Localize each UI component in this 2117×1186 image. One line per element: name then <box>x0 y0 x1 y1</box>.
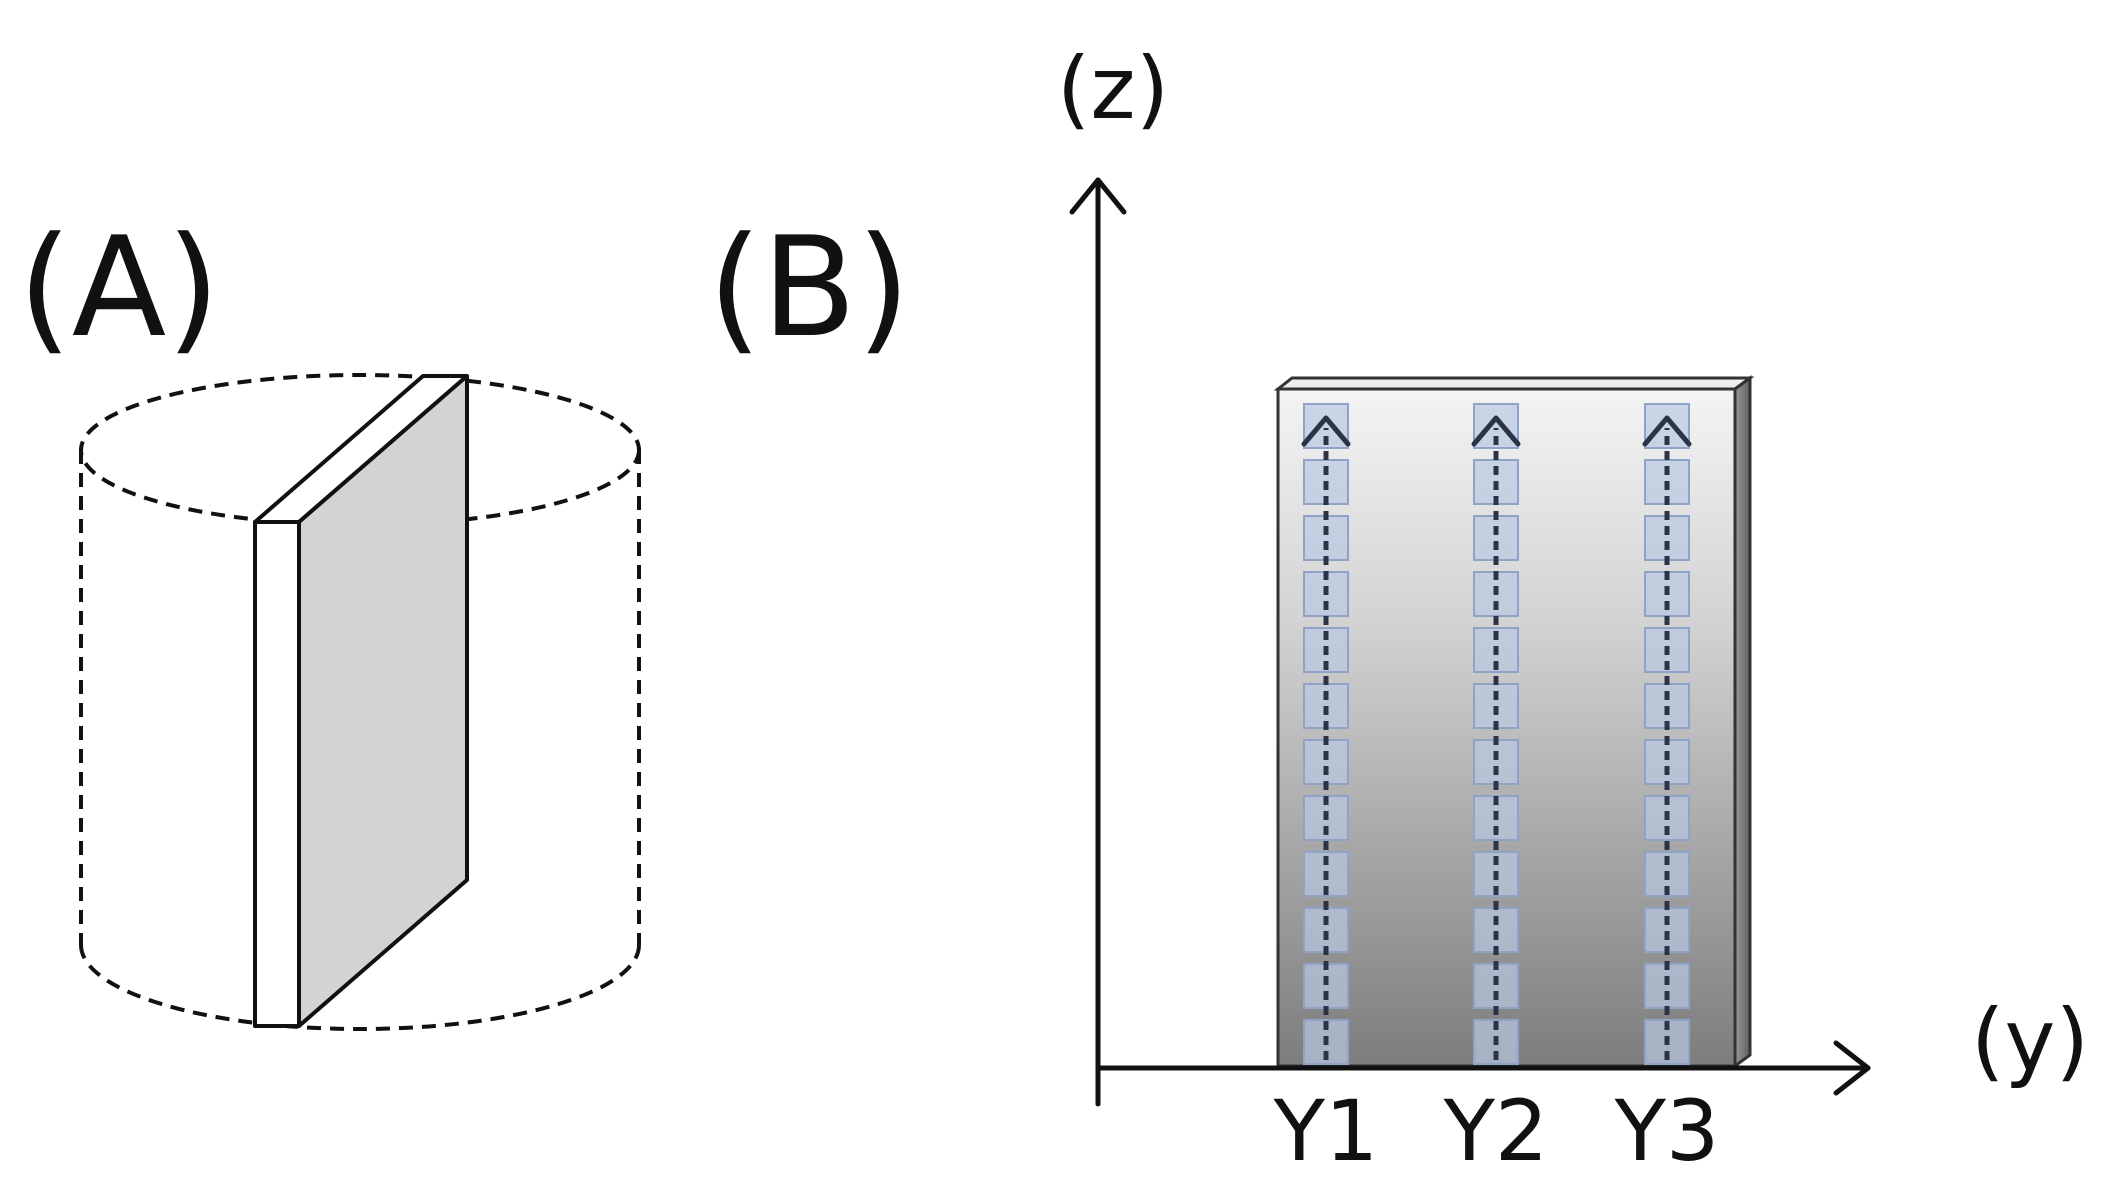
track-y3 <box>1642 403 1692 1065</box>
sample-square <box>1303 739 1349 785</box>
scan-direction-arrowhead <box>1301 415 1351 447</box>
track-label-y1: Y1 <box>1273 1082 1379 1180</box>
sample-square <box>1473 963 1519 1009</box>
cylinder-bottom-arc <box>79 944 641 1031</box>
track-y1 <box>1301 403 1351 1065</box>
y-axis-arrowhead <box>1833 1040 1871 1096</box>
z-axis-label: (z) <box>1057 39 1169 139</box>
sample-square <box>1473 907 1519 953</box>
sample-square <box>1303 403 1349 449</box>
sample-square <box>1473 515 1519 561</box>
sample-square <box>1644 739 1690 785</box>
sample-square <box>1303 907 1349 953</box>
sample-square <box>1644 963 1690 1009</box>
sample-square <box>1303 515 1349 561</box>
sample-square <box>1644 515 1690 561</box>
z-axis-arrowhead <box>1069 177 1127 215</box>
track-label-y3: Y3 <box>1614 1082 1720 1180</box>
panel-a: (A) <box>18 207 641 1031</box>
panel-b-label: (B) <box>708 207 910 368</box>
slab-front-edge <box>253 520 301 1028</box>
sample-square <box>1303 963 1349 1009</box>
slab-top-bevel <box>1273 376 1755 391</box>
panel-a-label: (A) <box>18 207 220 368</box>
measurement-tracks <box>1301 403 1692 1065</box>
slab-side-bevel <box>1733 375 1752 1069</box>
scan-direction-arrowhead <box>1642 415 1692 447</box>
track-labels: Y1 Y2 Y3 <box>1273 1082 1720 1180</box>
slab-section <box>253 374 469 1028</box>
track-y2 <box>1471 403 1521 1065</box>
scan-direction-arrowhead <box>1471 415 1521 447</box>
track-label-y2: Y2 <box>1443 1082 1549 1180</box>
y-axis-label: (y) <box>1971 991 2089 1091</box>
sample-square <box>1644 403 1690 449</box>
panel-b: (B) (z) (y) Y1 Y2 Y3 <box>708 39 2089 1180</box>
sample-square <box>1644 907 1690 953</box>
axes <box>1069 177 1871 1107</box>
sample-square <box>1473 739 1519 785</box>
